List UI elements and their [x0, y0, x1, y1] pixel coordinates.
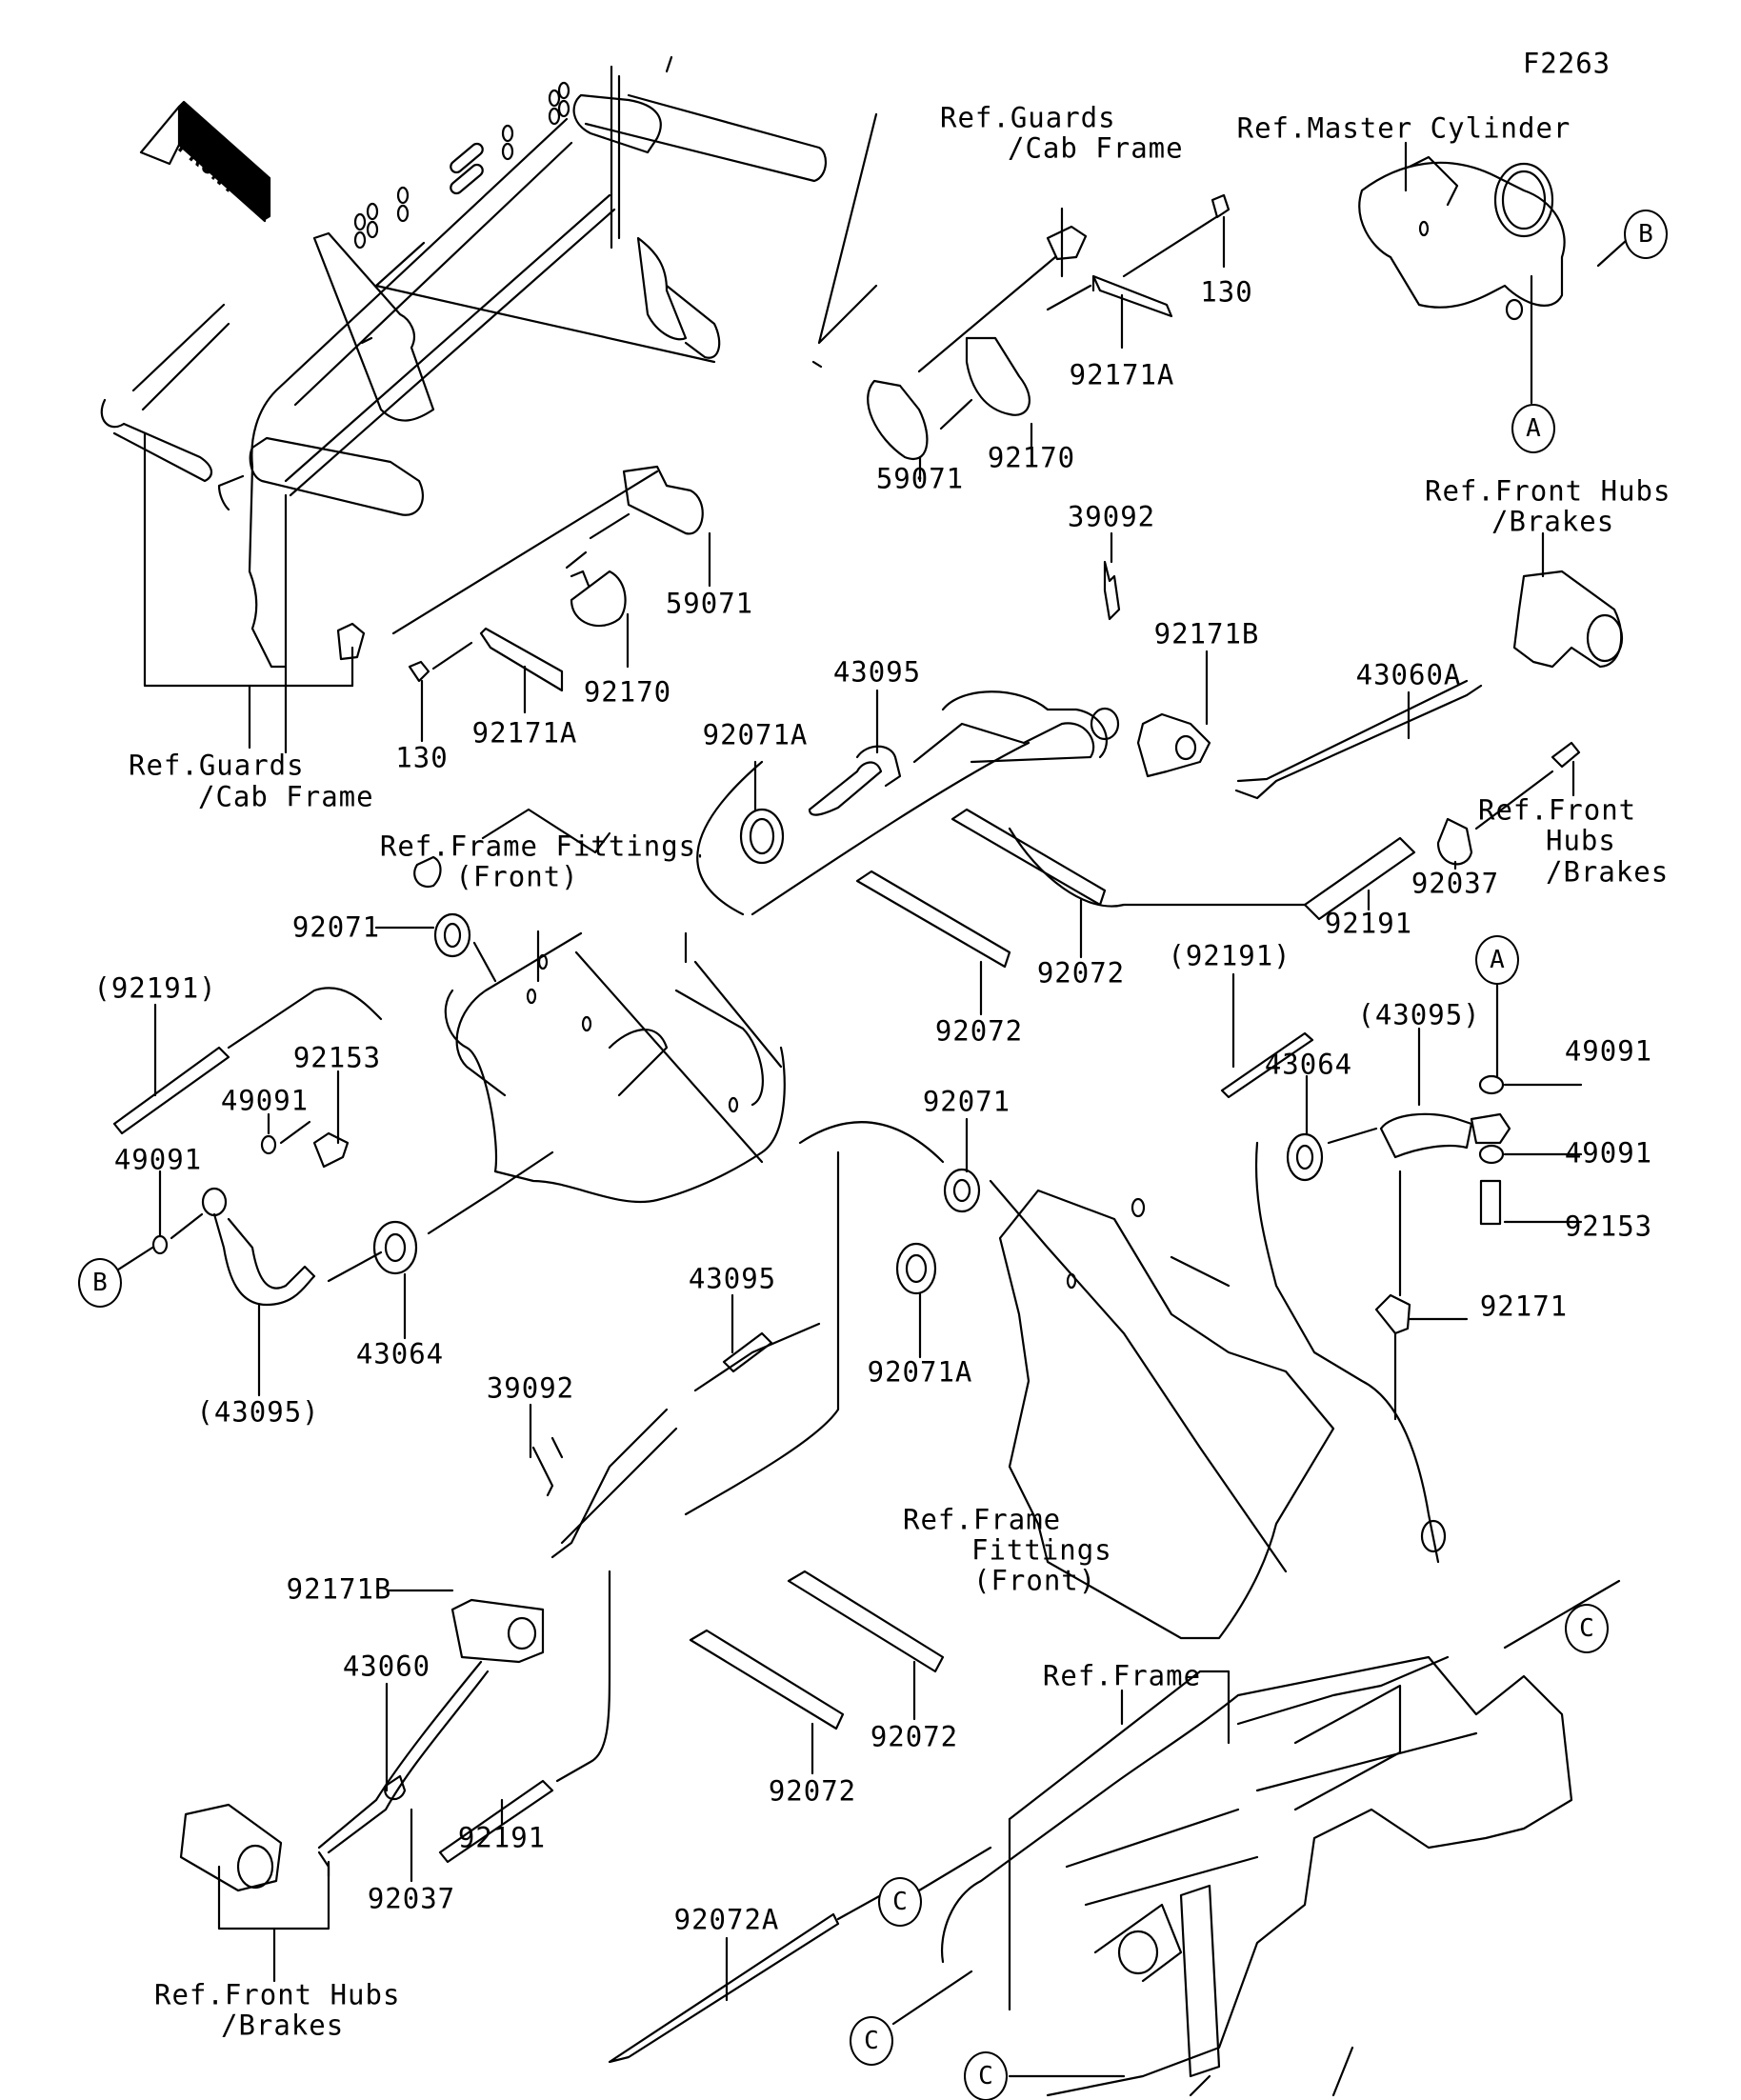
lower-left-brake-assembly: [179, 1570, 611, 1983]
part-number-92153[interactable]: 92153: [1564, 1210, 1653, 1243]
part-number-130[interactable]: 130: [1200, 275, 1253, 309]
ref-frame-fittings-lower-line1[interactable]: Ref.Frame: [903, 1503, 1062, 1536]
ref-front-hubs-brakes-right-line3[interactable]: /Brakes: [1546, 855, 1670, 889]
part-number-92071a[interactable]: 92071A: [702, 718, 809, 751]
part-number-43064[interactable]: 43064: [355, 1337, 445, 1370]
part-number-59071[interactable]: 59071: [665, 587, 754, 620]
frame-fitting-upper: [374, 808, 786, 1204]
part-number-92171b[interactable]: 92171B: [1153, 617, 1260, 650]
callout-a-right: A: [1475, 935, 1519, 985]
part-number-49091[interactable]: 49091: [220, 1084, 310, 1117]
right-fitting-stack: [1220, 972, 1583, 1421]
ref-front-hubs-brakes-right-line2[interactable]: Hubs: [1546, 824, 1616, 857]
callout-c-bottom: C: [964, 2051, 1008, 2100]
part-number-43060a[interactable]: 43060A: [1355, 658, 1462, 691]
part-number-43095-paren[interactable]: (43095): [196, 1395, 320, 1429]
ref-guards-cab-frame-top-line2[interactable]: /Cab Frame: [1008, 131, 1184, 165]
part-number-39092[interactable]: 39092: [1067, 500, 1156, 533]
figure-id: F2263: [1522, 47, 1611, 80]
part-number-92171a[interactable]: 92171A: [1069, 358, 1175, 391]
mid-bracket-assembly: [143, 336, 711, 750]
part-number-92153[interactable]: 92153: [292, 1041, 382, 1074]
ref-guards-cab-frame-left-line2[interactable]: /Cab Frame: [198, 780, 374, 813]
part-number-92071[interactable]: 92071: [922, 1085, 1011, 1118]
part-number-92170[interactable]: 92170: [583, 675, 672, 709]
callout-c-lower-left: C: [850, 2016, 893, 2066]
part-number-39092[interactable]: 39092: [486, 1371, 575, 1405]
ref-frame-fittings-upper-line2[interactable]: (Front): [455, 860, 579, 893]
ref-front-hubs-brakes-right-line1[interactable]: Ref.Front: [1478, 793, 1637, 827]
part-number-92191[interactable]: 92191: [457, 1821, 547, 1854]
callout-c-tie: C: [878, 1877, 922, 1927]
callout-b-left: B: [78, 1258, 122, 1308]
part-number-92072[interactable]: 92072: [768, 1774, 857, 1808]
ref-front-hubs-brakes-bottom-line2[interactable]: /Brakes: [221, 2009, 345, 2042]
front-direction-arrow-icon: [139, 100, 271, 223]
ref-guards-cab-frame-top-line1[interactable]: Ref.Guards: [940, 101, 1116, 134]
left-brake-hose-assembly: [110, 987, 554, 1397]
ref-front-hubs-brakes-upper-line1[interactable]: Ref.Front Hubs: [1425, 474, 1671, 508]
front-guard-frame: [100, 55, 878, 754]
part-number-92171b[interactable]: 92171B: [286, 1572, 392, 1606]
cable-ties: [608, 808, 1107, 2064]
part-number-43095[interactable]: 43095: [688, 1262, 777, 1295]
part-number-43095[interactable]: 43095: [832, 655, 922, 689]
ref-frame-fittings-upper-line1[interactable]: Ref.Frame Fittings: [379, 830, 697, 863]
part-number-92072a[interactable]: 92072A: [673, 1903, 780, 1936]
part-number-92037[interactable]: 92037: [1411, 867, 1500, 900]
ref-front-hubs-brakes-upper-line2[interactable]: /Brakes: [1491, 505, 1615, 538]
part-number-49091[interactable]: 49091: [113, 1143, 203, 1176]
part-number-92071a[interactable]: 92071A: [867, 1355, 973, 1389]
part-number-49091[interactable]: 49091: [1564, 1136, 1653, 1170]
part-number-92171a[interactable]: 92171A: [471, 716, 578, 750]
part-number-43060[interactable]: 43060: [342, 1650, 431, 1683]
part-number-92037[interactable]: 92037: [367, 1882, 456, 1915]
part-number-92191-paren[interactable]: (92191): [93, 971, 217, 1005]
part-number-92171[interactable]: 92171: [1479, 1290, 1569, 1323]
main-frame: [891, 1579, 1621, 2097]
ref-frame[interactable]: Ref.Frame: [1042, 1659, 1202, 1692]
ref-master-cylinder[interactable]: Ref.Master Cylinder: [1236, 111, 1571, 145]
center-brake-hose-assembly: [529, 1117, 1447, 1640]
part-number-92072[interactable]: 92072: [1036, 956, 1126, 990]
callout-b-top: B: [1624, 210, 1668, 259]
callout-a-top: A: [1511, 404, 1555, 453]
ref-front-hubs-brakes-bottom-line1[interactable]: Ref.Front Hubs: [154, 1978, 401, 2011]
part-number-130[interactable]: 130: [395, 741, 449, 774]
part-number-92170[interactable]: 92170: [987, 441, 1076, 474]
part-number-92072[interactable]: 92072: [934, 1014, 1024, 1048]
master-cylinder: [1358, 141, 1629, 405]
ref-frame-fittings-lower-line2[interactable]: Fittings: [971, 1533, 1112, 1567]
part-number-92072[interactable]: 92072: [870, 1720, 959, 1753]
ref-guards-cab-frame-left-line1[interactable]: Ref.Guards: [129, 749, 305, 782]
upper-bracket-assembly: [811, 193, 1231, 483]
part-number-43095-paren[interactable]: (43095): [1357, 998, 1481, 1031]
ref-frame-fittings-lower-line3[interactable]: (Front): [973, 1564, 1097, 1597]
upper-brake-hose-assembly: [674, 531, 1211, 1107]
part-number-92191-paren[interactable]: (92191): [1168, 939, 1291, 972]
part-number-59071[interactable]: 59071: [875, 462, 965, 495]
callout-c-upper-right: C: [1565, 1604, 1609, 1653]
part-number-92191[interactable]: 92191: [1324, 907, 1413, 940]
part-number-43064[interactable]: 43064: [1264, 1048, 1353, 1081]
part-number-92071[interactable]: 92071: [291, 910, 381, 944]
right-brake-line-assembly: [1008, 531, 1624, 921]
part-number-49091[interactable]: 49091: [1564, 1034, 1653, 1068]
